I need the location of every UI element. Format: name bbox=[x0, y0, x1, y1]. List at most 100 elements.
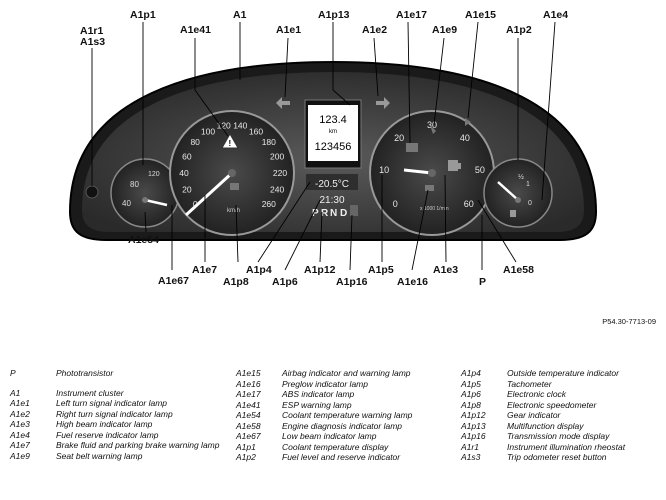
legend-row: A1p5 Tachometer bbox=[461, 379, 661, 390]
callout-a1p2: A1p2 bbox=[506, 24, 532, 36]
gauge-tick-label: 60 bbox=[464, 199, 474, 209]
legend-description: Fuel reserve indicator lamp bbox=[56, 429, 159, 440]
fuel-gauge: ½ 1 0 bbox=[483, 158, 553, 228]
legend-description: Gear indicator bbox=[507, 410, 561, 420]
callout-a1e2: A1e2 bbox=[362, 24, 388, 36]
legend-description: Electronic clock bbox=[507, 389, 567, 399]
callout-a1e1: A1e1 bbox=[276, 24, 302, 36]
callout-a1p16: A1p16 bbox=[336, 276, 368, 288]
gauge-tick-label: 50 bbox=[475, 165, 485, 175]
coolant-tick-40: 40 bbox=[122, 199, 131, 208]
fuel-reserve-icon bbox=[510, 210, 516, 217]
legend-code: A1p5 bbox=[461, 378, 481, 389]
gauge-tick-label: 20 bbox=[394, 133, 404, 143]
legend-code: A1p6 bbox=[461, 389, 481, 399]
total-odometer: 123456 bbox=[315, 141, 352, 153]
callout-a1e54: A1e54 bbox=[128, 234, 159, 246]
legend-code: A1s3 bbox=[461, 452, 481, 462]
brake-warning-icon bbox=[230, 183, 239, 190]
legend-description: Phototransistor bbox=[56, 368, 114, 378]
legend-row: A1s3 Trip odometer reset button bbox=[461, 452, 661, 463]
legend-code: P bbox=[10, 368, 16, 378]
coolant-tick-120: 120 bbox=[148, 171, 160, 178]
legend-code: A1p13 bbox=[461, 420, 486, 431]
callout-a1p5: A1p5 bbox=[368, 264, 394, 276]
legend-code: A1 bbox=[10, 387, 21, 398]
legend-code: A1p16 bbox=[461, 431, 486, 441]
fuel-tick-half: ½ bbox=[518, 173, 524, 181]
gauge-tick-label: 260 bbox=[262, 199, 276, 209]
legend-row: A1p1 Coolant temperature display bbox=[236, 442, 451, 453]
legend-row: P Phototransistor bbox=[10, 368, 225, 379]
callout-a1e58: A1e58 bbox=[503, 264, 534, 276]
gauge-tick-label: 180 bbox=[262, 137, 276, 147]
callout-a1p6: A1p6 bbox=[272, 276, 298, 288]
coolant-tick-80: 80 bbox=[130, 180, 139, 189]
gauge-tick-label: 100 bbox=[201, 126, 215, 136]
legend-code: A1p1 bbox=[236, 441, 256, 452]
preglow-icon bbox=[425, 185, 434, 191]
legend-code: A1e7 bbox=[10, 440, 30, 450]
abs-icon bbox=[406, 143, 418, 152]
gear-d: D bbox=[340, 208, 347, 219]
callout-a1e16: A1e16 bbox=[397, 276, 428, 288]
gauge-tick-label: 10 bbox=[379, 165, 389, 175]
legend-description: Seat belt warning lamp bbox=[56, 450, 143, 461]
legend-row: A1p16 Transmission mode display bbox=[461, 431, 661, 442]
multifunction-display: 123.4 km 123456 bbox=[304, 99, 362, 169]
gauge-tick-label: 80 bbox=[190, 137, 200, 147]
gauge-tick-label: 200 bbox=[270, 152, 284, 162]
gear-p: P bbox=[312, 208, 319, 219]
gauge-tick-label: 240 bbox=[270, 184, 284, 194]
gauge-tick-label: 120 bbox=[217, 121, 231, 131]
legend-description: Coolant temperature display bbox=[282, 441, 389, 452]
legend-code: A1e54 bbox=[236, 410, 261, 420]
left-turn-signal-icon bbox=[276, 97, 290, 109]
coolant-gauge: 80 120 40 bbox=[110, 158, 180, 228]
callout-a1p1: A1p1 bbox=[130, 9, 156, 21]
legend-code: A1e67 bbox=[236, 431, 261, 441]
gauge-tick-label: 220 bbox=[273, 168, 287, 178]
callout-a1: A1 bbox=[233, 9, 247, 21]
legend-description: Tachometer bbox=[507, 378, 552, 389]
legend-description: Preglow indicator lamp bbox=[282, 378, 368, 389]
legend-code: A1e2 bbox=[10, 408, 30, 419]
gauge-tick-label: 40 bbox=[460, 133, 470, 143]
callout-a1p8: A1p8 bbox=[223, 276, 249, 288]
legend-description: ABS indicator lamp bbox=[282, 389, 355, 399]
legend-description: Instrument cluster bbox=[56, 387, 124, 398]
gauge-tick-label: 40 bbox=[179, 168, 189, 178]
legend-description: Trip odometer reset button bbox=[507, 452, 607, 462]
legend-code: A1p12 bbox=[461, 410, 486, 420]
fuel-tick-empty: 0 bbox=[528, 200, 532, 207]
legend-description: Transmission mode display bbox=[507, 431, 610, 441]
callout-p: P bbox=[479, 276, 487, 288]
callout-a1e41: A1e41 bbox=[180, 24, 211, 36]
callout-a1p4: A1p4 bbox=[246, 264, 272, 276]
legend-code: A1e3 bbox=[10, 419, 30, 429]
callout-a1e15: A1e15 bbox=[465, 9, 496, 21]
esp-warning-icon bbox=[221, 132, 239, 149]
legend-description: ESP warning lamp bbox=[282, 399, 352, 410]
tacho-unit: x 1000 1/min bbox=[420, 206, 449, 212]
legend-description: Instrument illumination rheostat bbox=[507, 441, 626, 452]
gauge-tick-label: 0 bbox=[193, 199, 198, 209]
legend-description: Left turn signal indicator lamp bbox=[56, 398, 168, 408]
svg-text:!: ! bbox=[229, 139, 232, 148]
legend-code: A1p4 bbox=[461, 368, 481, 378]
